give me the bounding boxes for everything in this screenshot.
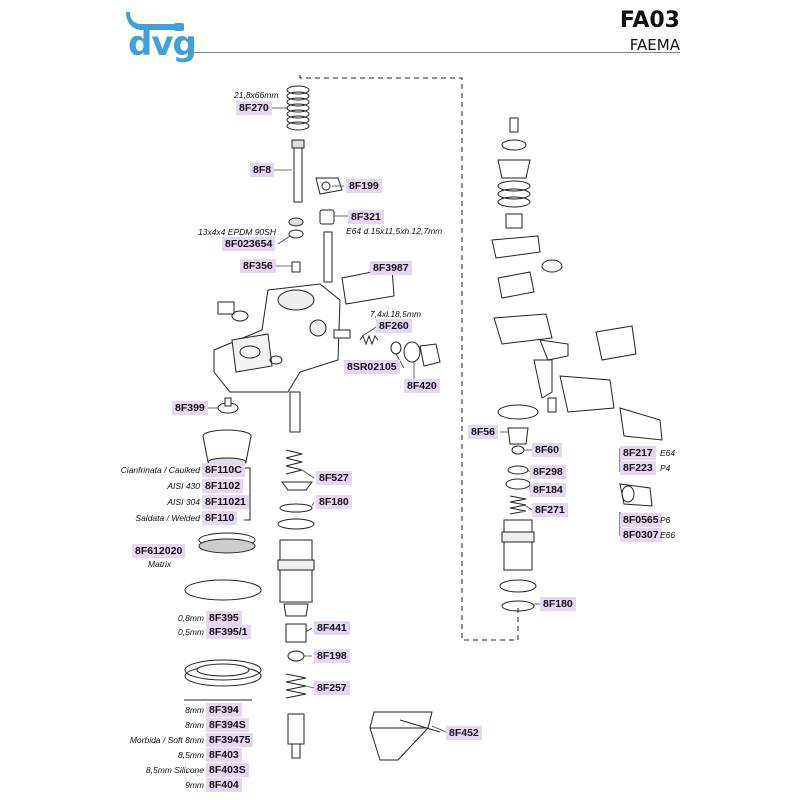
label-8F270: 8F270: [236, 101, 272, 115]
gasket-8F394: [184, 659, 262, 687]
label-8F110: 8F110: [202, 511, 238, 525]
label-8F403S: 8F403S: [206, 763, 249, 777]
label-8F39475: 8F39475: [206, 733, 254, 747]
valve-8F260: [333, 329, 402, 355]
note-8F403S: 8,5mm Silicone: [145, 765, 204, 775]
note-8F110C: Cianfrinata / Caulked: [120, 465, 200, 475]
label-8F223: 8F223: [620, 461, 656, 475]
note-8F270: 21,8x66mm: [234, 90, 279, 100]
note-8F260: 7,4xl.18,5mm: [370, 309, 422, 319]
label-8F199: 8F199: [346, 179, 382, 193]
note-8F223: P4: [660, 463, 671, 473]
screen-8F612020: [198, 532, 256, 554]
label-8F452: 8F452: [446, 726, 482, 740]
label-8F217: 8F217: [620, 446, 656, 460]
label-8F60: 8F60: [532, 443, 562, 457]
label-8F395: 8F395: [206, 611, 242, 625]
oring-8F023654: [288, 217, 304, 239]
variant-bracket: [244, 467, 251, 521]
label-8F257: 8F257: [314, 681, 350, 695]
note-8F023654: 13x4x4 EPDM 90SH: [198, 227, 276, 237]
clip-8F199: [315, 177, 343, 195]
label-8F56: 8F56: [468, 425, 498, 439]
label-8F403: 8F403: [206, 748, 242, 762]
group-body: [213, 283, 341, 393]
assembly-dashed-line: [299, 75, 519, 641]
label-8F023654: 8F023654: [222, 237, 276, 251]
washer-8F399: [217, 397, 239, 414]
label-8F356: 8F356: [240, 259, 276, 273]
note-8F1102: AISI 430: [167, 481, 200, 491]
label-8F0565: 8F0565: [620, 513, 662, 527]
central-column: [277, 391, 315, 759]
note-8F403: 8,5mm: [178, 750, 204, 760]
note-8F321: E64 d.15x11,5xh.12,7mm: [346, 226, 443, 236]
dvg-logo: [126, 12, 184, 31]
note-8F217: E64: [660, 448, 676, 458]
header-divider: [190, 52, 680, 53]
note-8F39475: Morbida / Soft 8mm: [129, 735, 204, 745]
label-8F298: 8F298: [530, 465, 566, 479]
note-8F404: 9mm: [185, 780, 204, 790]
label-8F110C: 8F110C: [202, 463, 245, 477]
label-8F1102: 8F1102: [202, 479, 244, 493]
note-8F0565: P6: [660, 515, 671, 525]
pin-8F356: [291, 261, 301, 273]
bushing-8F321: [319, 209, 335, 225]
spring-8F270: [286, 85, 310, 131]
label-8F394: 8F394: [206, 703, 242, 717]
note-8F0307: E66: [660, 530, 676, 540]
note-8F395-1: 0,5mm: [178, 627, 204, 637]
note-8F612020: Matrix: [148, 559, 172, 569]
fitting-top-left: [217, 301, 249, 322]
label-8F180-right: 8F180: [540, 597, 576, 611]
label-8F321: 8F321: [348, 210, 384, 224]
stem-pin: [323, 231, 333, 283]
note-8F394S: 8mm: [185, 720, 204, 730]
label-8F198: 8F198: [314, 649, 350, 663]
brand-text: dvg: [128, 24, 197, 64]
note-8F11021: AISI 304: [167, 497, 200, 507]
diagram-code: FA03: [619, 8, 680, 33]
label-8F271: 8F271: [532, 503, 568, 517]
label-8F441: 8F441: [314, 621, 350, 635]
leader-lines: [206, 107, 540, 733]
label-8F3987: 8F3987: [370, 261, 412, 275]
label-8F420: 8F420: [404, 379, 440, 393]
label-8F8: 8F8: [250, 163, 275, 177]
label-8F260: 8F260: [376, 319, 412, 333]
rod-8F8: [291, 139, 305, 203]
right-column: [491, 117, 663, 612]
label-8F0307: 8F0307: [620, 528, 662, 542]
label-8F404: 8F404: [206, 778, 242, 792]
label-8F527: 8F527: [316, 471, 352, 485]
label-8F395-1: 8F395/1: [206, 625, 251, 639]
label-8F394S: 8F394S: [206, 718, 249, 732]
label-8F180-left: 8F180: [316, 495, 352, 509]
machine-brand: FAEMA: [629, 36, 680, 54]
plug-8F420: [403, 341, 441, 367]
note-8F394: 8mm: [185, 705, 204, 715]
label-8SR02105: 8SR02105: [344, 360, 400, 374]
label-8F11021: 8F11021: [202, 495, 249, 509]
label-8F612020: 8F612020: [132, 544, 186, 558]
note-8F110: Saldata / Welded: [135, 513, 200, 523]
filter-basket: [202, 429, 252, 467]
label-8F399: 8F399: [172, 401, 208, 415]
tray-8F452: [369, 711, 441, 761]
label-8F184: 8F184: [530, 483, 566, 497]
gasket-8F395: [184, 579, 262, 601]
note-8F395: 0,8mm: [178, 613, 204, 623]
